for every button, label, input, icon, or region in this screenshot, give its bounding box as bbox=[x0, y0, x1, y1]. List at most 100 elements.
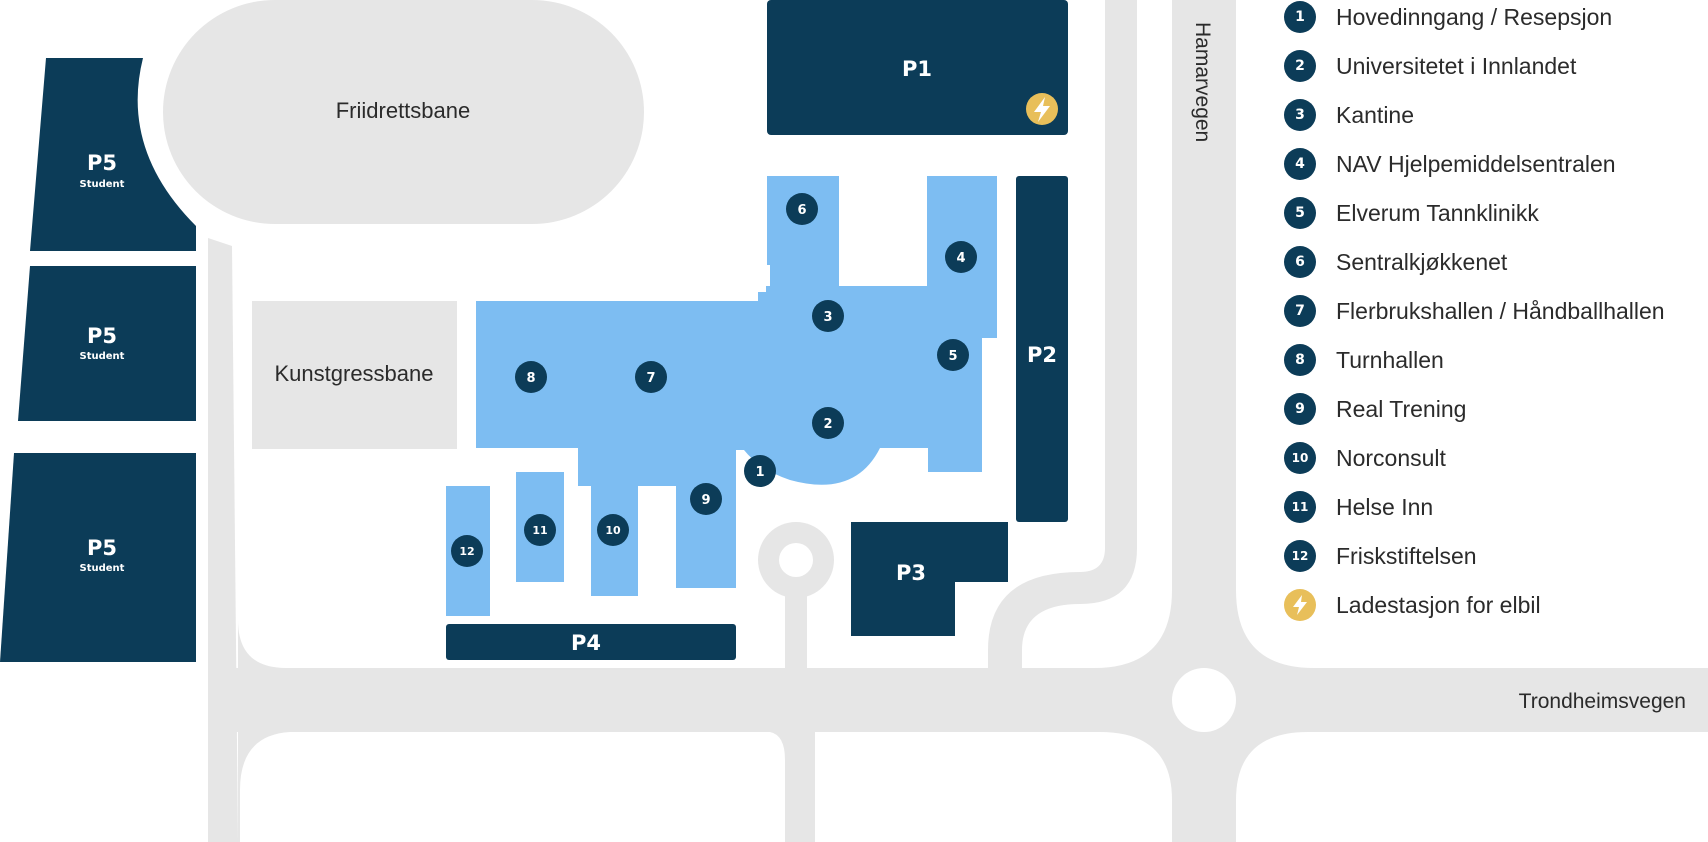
parking-p1 bbox=[767, 0, 1068, 135]
legend-item[interactable]: 8 Turnhallen bbox=[1284, 343, 1444, 377]
map-marker-12[interactable]: 12 bbox=[451, 535, 483, 567]
road-label-hamarvegen: Hamarvegen bbox=[1191, 22, 1214, 142]
map-marker-10[interactable]: 10 bbox=[597, 514, 629, 546]
legend-item[interactable]: 6 Sentralkjøkkenet bbox=[1284, 245, 1507, 279]
svg-text:10: 10 bbox=[605, 524, 621, 537]
road-nw-curve bbox=[1094, 590, 1172, 668]
svg-text:3: 3 bbox=[823, 310, 832, 325]
map-marker-3[interactable]: 3 bbox=[812, 300, 844, 332]
parking-p3 bbox=[851, 522, 1008, 636]
legend-label: NAV Hjelpemiddelsentralen bbox=[1336, 150, 1616, 177]
legend-label: Hovedinngang / Resepsjon bbox=[1336, 3, 1613, 30]
legend-label: Norconsult bbox=[1336, 444, 1446, 471]
parking-p3-label: P3 bbox=[896, 561, 926, 585]
roundabout-west-island bbox=[779, 543, 813, 577]
legend-number-badge: 11 bbox=[1284, 491, 1316, 523]
legend-label: Sentralkjøkkenet bbox=[1336, 248, 1508, 275]
legend-label: Ladestasjon for elbil bbox=[1336, 591, 1541, 618]
roundabout-east-island bbox=[1172, 668, 1236, 732]
legend-item[interactable]: 7 Flerbrukshallen / Håndballhallen bbox=[1284, 294, 1665, 328]
road-se-curve bbox=[1236, 732, 1308, 800]
legend-number-badge: 2 bbox=[1284, 50, 1316, 82]
map-marker-11[interactable]: 11 bbox=[524, 514, 556, 546]
parking-p2-label: P2 bbox=[1027, 343, 1057, 367]
legend-label: Friskstiftelsen bbox=[1336, 542, 1477, 569]
road-west bbox=[208, 238, 238, 842]
parking-p5-middle-sub: Student bbox=[80, 351, 125, 362]
legend-item[interactable]: 4 NAV Hjelpemiddelsentralen bbox=[1284, 147, 1616, 181]
parking-p5-top bbox=[30, 58, 196, 251]
map-marker-5[interactable]: 5 bbox=[937, 339, 969, 371]
road-east-service-curve bbox=[988, 548, 1137, 668]
legend-label: Real Trening bbox=[1336, 395, 1467, 422]
artificial-turf-label: Kunstgressbane bbox=[275, 361, 434, 386]
road-main-horizontal bbox=[208, 668, 1708, 732]
parking-p4-label: P4 bbox=[571, 631, 601, 655]
parking-p1-label: P1 bbox=[902, 57, 932, 81]
road-southwest-corner bbox=[238, 620, 286, 668]
road-network bbox=[208, 0, 1708, 842]
svg-text:5: 5 bbox=[948, 349, 957, 364]
legend-item[interactable]: 10 Norconsult bbox=[1284, 441, 1446, 475]
legend-item[interactable]: 11 Helse Inn bbox=[1284, 490, 1433, 524]
svg-text:8: 8 bbox=[526, 371, 535, 386]
svg-text:6: 6 bbox=[797, 203, 806, 218]
parking-p5-middle-label: P5 bbox=[87, 324, 117, 348]
legend-number-badge: 12 bbox=[1284, 540, 1316, 572]
road-roundabout-stem bbox=[785, 590, 807, 670]
legend-number-badge: 1 bbox=[1284, 1, 1316, 33]
map-marker-8[interactable]: 8 bbox=[515, 361, 547, 393]
parking-p5-top-sub: Student bbox=[80, 179, 125, 190]
athletics-track-label: Friidrettsbane bbox=[336, 98, 471, 123]
svg-text:4: 4 bbox=[956, 251, 965, 266]
legend-label: Helse Inn bbox=[1336, 493, 1434, 520]
athletics-track bbox=[163, 0, 644, 224]
parking-p5-top-label: P5 bbox=[87, 151, 117, 175]
svg-text:12: 12 bbox=[459, 545, 474, 558]
legend-item[interactable]: Ladestasjon for elbil bbox=[1284, 588, 1541, 622]
legend-item[interactable]: 12 Friskstiftelsen bbox=[1284, 539, 1477, 573]
legend-label: Universitetet i Innlandet bbox=[1336, 52, 1577, 79]
legend-item[interactable]: 2 Universitetet i Innlandet bbox=[1284, 49, 1576, 83]
legend-item[interactable]: 1 Hovedinngang / Resepsjon bbox=[1284, 0, 1612, 34]
map-marker-1[interactable]: 1 bbox=[744, 455, 776, 487]
legend-number-badge: 8 bbox=[1284, 344, 1316, 376]
parking-p5-bottom-sub: Student bbox=[80, 563, 125, 574]
road-sw-curve bbox=[1100, 732, 1172, 800]
legend-label: Turnhallen bbox=[1336, 346, 1444, 373]
artificial-turf-field bbox=[252, 301, 457, 449]
legend-number-badge: 6 bbox=[1284, 246, 1316, 278]
road-lower-center-curve-l bbox=[770, 732, 785, 760]
legend-number-badge: 4 bbox=[1284, 148, 1316, 180]
road-lower-center bbox=[785, 732, 815, 842]
legend-number-badge: 9 bbox=[1284, 393, 1316, 425]
svg-text:9: 9 bbox=[701, 493, 710, 508]
road-east-service bbox=[1105, 0, 1137, 548]
svg-text:1: 1 bbox=[755, 465, 764, 480]
legend-number-badge: 7 bbox=[1284, 295, 1316, 327]
parking-p5-bottom-label: P5 bbox=[87, 536, 117, 560]
legend-item[interactable]: 3 Kantine bbox=[1284, 98, 1414, 132]
legend-number-badge: 10 bbox=[1284, 442, 1316, 474]
legend-label: Kantine bbox=[1336, 101, 1415, 128]
parking-p4 bbox=[446, 624, 736, 660]
legend-item[interactable]: 9 Real Trening bbox=[1284, 392, 1466, 426]
parking-p2 bbox=[1016, 176, 1068, 522]
parking-p5-middle bbox=[18, 266, 196, 421]
road-label-trondheimsvegen: Trondheimsvegen bbox=[1519, 690, 1686, 713]
lightning-bolt-icon bbox=[1284, 589, 1316, 621]
map-marker-4[interactable]: 4 bbox=[945, 241, 977, 273]
legend-label: Flerbrukshallen / Håndballhallen bbox=[1336, 297, 1665, 324]
road-ne-curve bbox=[1236, 590, 1314, 668]
svg-text:2: 2 bbox=[823, 417, 832, 432]
map-marker-2[interactable]: 2 bbox=[812, 407, 844, 439]
parking-p5-bottom bbox=[0, 453, 196, 662]
map-marker-9[interactable]: 9 bbox=[690, 483, 722, 515]
map-marker-6[interactable]: 6 bbox=[786, 193, 818, 225]
map-marker-7[interactable]: 7 bbox=[635, 361, 667, 393]
road-lower-west-curve bbox=[238, 732, 290, 842]
legend-number-badge: 3 bbox=[1284, 99, 1316, 131]
svg-text:7: 7 bbox=[646, 371, 655, 386]
